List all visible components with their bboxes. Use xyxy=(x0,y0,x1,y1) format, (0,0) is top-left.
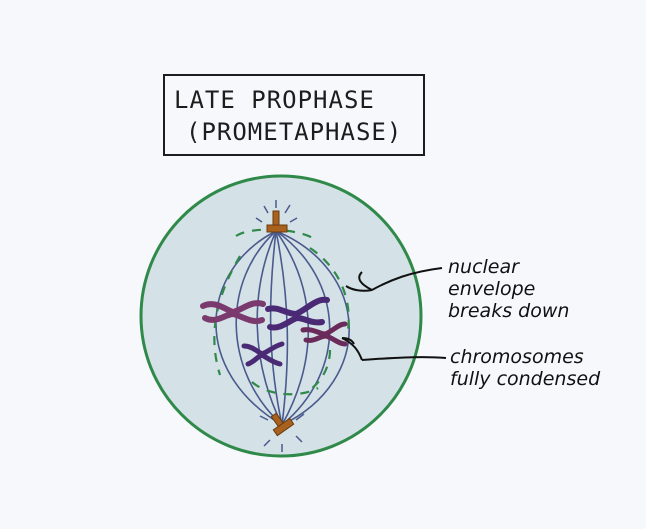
chromosome-lower xyxy=(241,341,285,367)
chromosome-center xyxy=(265,296,330,331)
centriole-top xyxy=(272,210,280,226)
title-line-1: LATE PROPHASE xyxy=(174,86,375,114)
astral-rays-bottom xyxy=(259,413,305,452)
spindle-fibers xyxy=(215,230,350,426)
nuclear-envelope-label: nuclear envelope breaks down xyxy=(448,256,569,322)
nuclear-envelope-label-line-1: nuclear xyxy=(448,256,519,278)
centrosome-bottom xyxy=(270,412,295,437)
astral-rays-top xyxy=(255,200,298,223)
chromosomes-label: chromosomes fully condensed xyxy=(450,346,600,390)
title-line-2: (PROMETAPHASE) xyxy=(186,118,403,146)
chromosomes-label-line-1: chromosomes xyxy=(450,346,584,368)
chromosomes-leader xyxy=(341,337,447,361)
nuclear-envelope-label-line-2: envelope xyxy=(448,278,536,300)
nuclear-envelope-label-line-3: breaks down xyxy=(448,300,570,322)
nuclear-envelope-leader xyxy=(345,267,443,292)
centrosome-top xyxy=(266,224,288,233)
chromosome-left xyxy=(200,300,266,325)
cell-membrane xyxy=(139,174,423,458)
title-box xyxy=(163,74,425,156)
chromosome-right xyxy=(300,321,348,347)
chromosomes-label-line-2: fully condensed xyxy=(450,368,601,390)
